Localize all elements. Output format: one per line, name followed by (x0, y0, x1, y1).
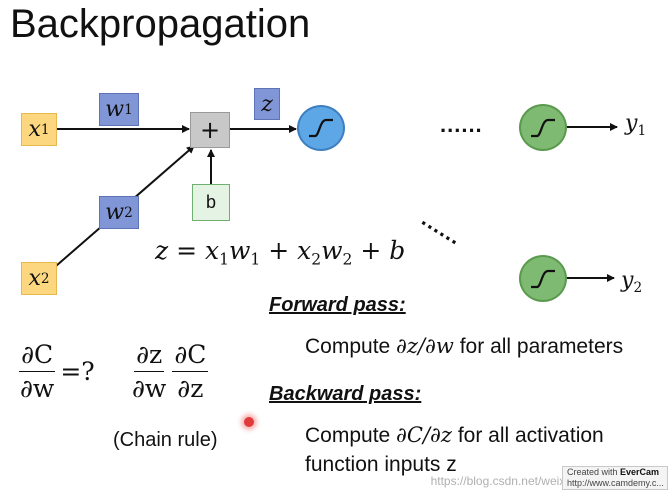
sigmoid-icon (531, 118, 555, 137)
laser-pointer (244, 417, 254, 427)
dz-dw-fraction: ∂z ∂w (132, 340, 167, 403)
output-neuron-1 (519, 104, 567, 151)
ellipsis-horizontal: ...... (440, 112, 483, 137)
chain-rule-product: ∂z ∂w ∂C ∂z (130, 340, 209, 403)
page-title: Backpropagation (10, 2, 311, 46)
sigmoid-icon (531, 269, 555, 288)
evercam-badge: Created with EverCam http://www.camdemy.… (562, 466, 668, 490)
watermark: https://blog.csdn.net/weixin_4... (430, 474, 598, 488)
activation-neuron (297, 105, 345, 151)
derivative-question: ∂C ∂w =? (19, 340, 95, 403)
output-neuron-2 (519, 255, 567, 302)
z-equation: z = x1w1 + x2w2 + b (155, 236, 406, 269)
output-y2: y2 (621, 268, 643, 296)
forward-pass-text: Compute ∂z/∂w for all parameters (305, 334, 624, 358)
output-y1: y1 (625, 111, 647, 139)
sum-node: + (190, 112, 230, 148)
forward-pass-heading: Forward pass: (269, 294, 406, 316)
backward-pass-text-line2: function inputs z (305, 453, 457, 476)
backward-pass-heading: Backward pass: (269, 383, 422, 405)
dc-dz-fraction: ∂C ∂z (172, 340, 209, 403)
backward-pass-text: Compute ∂C/∂z for all activation (305, 423, 604, 447)
z-label: z (254, 88, 280, 120)
bias-node: b (192, 184, 230, 221)
chain-rule-label: (Chain rule) (113, 429, 218, 451)
dc-dw-fraction: ∂C ∂w (19, 340, 56, 403)
sigmoid-icon (309, 118, 333, 138)
